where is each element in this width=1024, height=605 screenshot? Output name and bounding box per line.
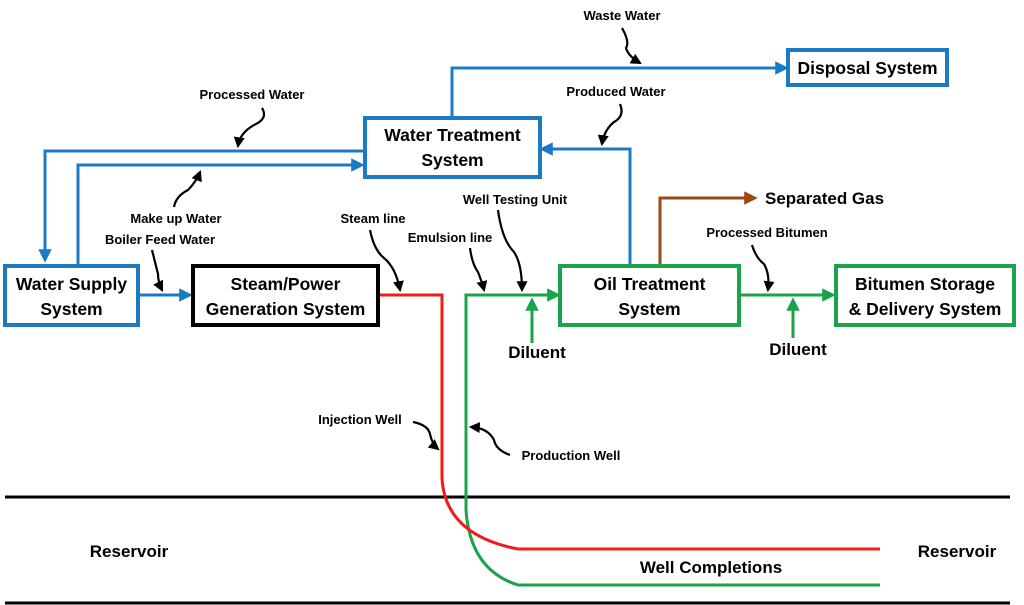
production-well-callout (468, 422, 511, 457)
waste-water-line (450, 61, 789, 118)
boiler-feed-water-label: Boiler Feed Water (105, 232, 215, 247)
water-supply-title-line2: System (40, 299, 102, 319)
bitumen-storage-delivery-system-box: Bitumen Storage & Delivery System (834, 264, 1016, 327)
water-supply-title-line1: Water Supply (16, 274, 127, 294)
production-well-line (464, 288, 880, 587)
produced-water-label: Produced Water (566, 84, 665, 99)
well-testing-unit-label: Well Testing Unit (463, 192, 568, 207)
separated-gas-label: Separated Gas (765, 189, 884, 208)
oil-treatment-title-line1: Oil Treatment (594, 274, 706, 294)
processed-water-line (38, 149, 365, 263)
injection-well-callout (412, 420, 440, 451)
water-supply-system-box: Water Supply System (3, 264, 140, 327)
waste-water-callout (621, 27, 642, 65)
make-up-water-callout (172, 169, 202, 208)
processed-bitumen-callout (750, 244, 775, 293)
well-testing-unit-callout (496, 209, 528, 293)
water-treatment-title-line2: System (421, 150, 483, 170)
diluent-left-label: Diluent (508, 343, 566, 362)
make-up-water-label: Make up Water (130, 211, 221, 226)
injection-well-label: Injection Well (318, 412, 402, 427)
water-treatment-title-line1: Water Treatment (384, 125, 521, 145)
processed-water-callout (233, 107, 266, 149)
separated-gas-line (658, 191, 758, 266)
disposal-system-box: Disposal System (786, 48, 949, 87)
produced-water-callout (597, 103, 623, 147)
processed-water-label: Processed Water (199, 87, 304, 102)
diluent-right-label: Diluent (769, 340, 827, 359)
emulsion-line-label: Emulsion line (408, 230, 493, 245)
emulsion-line-callout (468, 247, 488, 293)
well-completions-label: Well Completions (640, 558, 782, 577)
steam-power-title-line2: Generation System (206, 299, 366, 319)
boiler-feed-water-callout (150, 249, 163, 292)
oil-treatment-system-box: Oil Treatment System (558, 264, 741, 327)
reservoir-left-label: Reservoir (90, 542, 169, 561)
disposal-system-title: Disposal System (797, 58, 937, 78)
steam-power-generation-system-box: Steam/Power Generation System (191, 264, 380, 327)
bitumen-storage-title-line1: Bitumen Storage (855, 274, 995, 294)
oil-treatment-title-line2: System (618, 299, 680, 319)
produced-water-line (539, 142, 632, 266)
production-well-label: Production Well (522, 448, 621, 463)
processed-bitumen-label: Processed Bitumen (706, 225, 827, 240)
steam-power-title-line1: Steam/Power (231, 274, 341, 294)
steam-line-label: Steam line (340, 211, 405, 226)
bitumen-storage-title-line2: & Delivery System (849, 299, 1002, 319)
steam-line-callout (368, 229, 404, 293)
injection-well-line (378, 293, 880, 551)
waste-water-label: Waste Water (583, 8, 660, 23)
reservoir-right-label: Reservoir (918, 542, 997, 561)
make-up-water-line (76, 158, 365, 266)
water-treatment-system-box: Water Treatment System (363, 116, 542, 179)
